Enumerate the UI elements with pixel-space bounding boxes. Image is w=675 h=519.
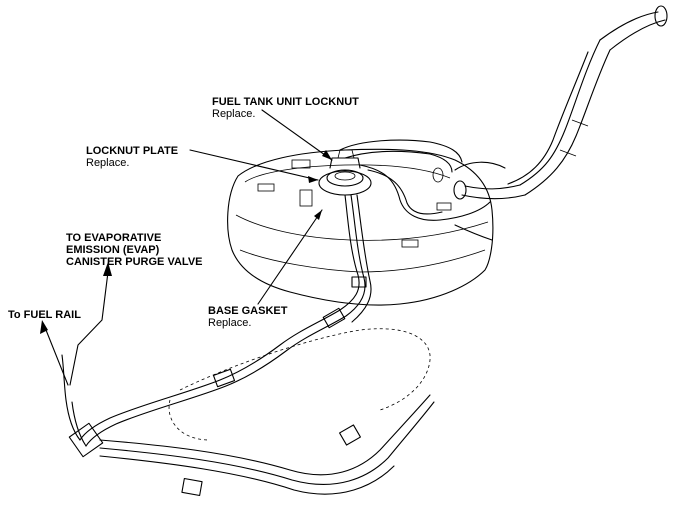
arrowheads [40, 150, 332, 334]
label-to-evap-canister-purge-valve: TO EVAPORATIVE EMISSION (EVAP) CANISTER … [66, 232, 203, 268]
to-evap-line1: TO EVAPORATIVE [66, 232, 162, 244]
fuel-lines [61, 194, 435, 495]
locknut-plate-title: LOCKNUT PLATE [86, 145, 179, 157]
arrowhead-locknut-plate [308, 176, 318, 183]
base-gasket-note: Replace. [208, 317, 252, 329]
to-fuel-rail-title: To FUEL RAIL [8, 309, 81, 321]
fuel-tank [227, 148, 494, 306]
fuel-tank-unit-locknut-title: FUEL TANK UNIT LOCKNUT [212, 96, 359, 108]
to-evap-line3: CANISTER PURGE VALVE [66, 256, 203, 268]
label-to-fuel-rail: To FUEL RAIL [8, 309, 81, 321]
to-evap-line2: EMISSION (EVAP) [66, 244, 160, 256]
leader-lines [45, 109, 333, 386]
arrowhead-base-gasket [314, 210, 322, 220]
filler-neck [453, 5, 668, 200]
vent-pipes [339, 139, 493, 241]
arrowhead-fuel-rail [40, 320, 48, 334]
arrowhead-evap [103, 262, 112, 276]
arrowhead-locknut [322, 150, 332, 160]
label-base-gasket: BASE GASKET Replace. [208, 305, 287, 329]
locknut-plate-note: Replace. [86, 157, 130, 169]
line-clips [181, 276, 367, 497]
label-fuel-tank-unit-locknut: FUEL TANK UNIT LOCKNUT Replace. [212, 96, 359, 120]
label-locknut-plate: LOCKNUT PLATE Replace. [86, 145, 178, 169]
fuel-tank-unit-locknut-note: Replace. [212, 108, 256, 120]
base-gasket-title: BASE GASKET [208, 305, 288, 317]
